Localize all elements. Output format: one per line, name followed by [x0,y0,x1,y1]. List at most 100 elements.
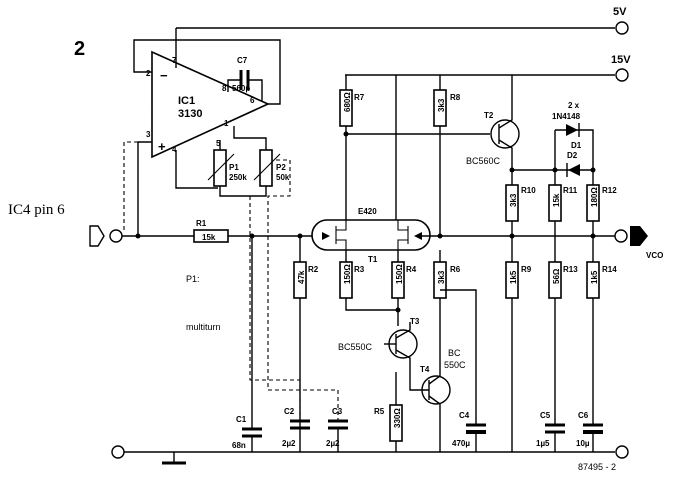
r10-value: 3k3 [509,193,518,207]
t4-label: T4 [420,365,430,374]
p1-value: 250k [229,173,247,182]
c7-right-wire [249,79,263,101]
ic1-pin-7: 7 [172,56,177,65]
ic1-pin-8: 8 [222,84,227,93]
c6-value: 10µ [576,439,590,448]
c1-label: C1 [236,415,247,424]
r12-value: 180Ω [590,187,599,207]
c7-label: C7 [237,56,248,65]
r4-label: R4 [406,265,417,274]
ic1-name: IC1 [178,95,195,107]
r10-label: R10 [521,186,536,195]
t2-label: T2 [484,111,494,120]
d1-wire [555,129,594,170]
r13-value: 56Ω [552,268,561,284]
ic1-pin-3: 3 [146,130,151,139]
t1-left-drain [336,220,347,231]
dashed-link-c3 [267,159,339,420]
t1-left-gate-arrow [322,232,330,240]
r7-value: 680Ω [343,92,352,112]
c4-wire-top [440,289,477,424]
c5-label: C5 [540,411,551,420]
r11-label: R11 [563,186,578,195]
r3-value: 150Ω [343,264,352,284]
d1-label: D1 [571,141,582,150]
junction-r14 [590,233,596,239]
r10-resistor [505,184,519,222]
t3-emitter [395,349,411,366]
c7-left-wire [227,79,240,92]
c2-label: C2 [284,407,295,416]
dashed-link-input [123,141,138,230]
c5-value: 1µ5 [536,439,550,448]
c6-plate-b [583,430,603,434]
c4-plate-b [466,430,486,434]
r6-label: R6 [450,265,461,274]
p1-adjust-arrow [207,153,235,181]
r9-label: R9 [521,265,532,274]
c2-value: 2µ2 [282,439,296,448]
rail-15v-label: 15V [611,54,631,66]
ic1-part: 3130 [178,108,202,120]
ic1-opamp-triangle [151,50,270,159]
r13-label: R13 [563,265,578,274]
ic1-pin-2: 2 [146,69,151,78]
t1-left-source [336,239,347,250]
junction-t2 [509,167,515,173]
r2-label: R2 [308,265,319,274]
t2-part: BC560C [466,156,501,166]
ic1-minus-sign: − [160,68,168,83]
t1-label: T1 [368,255,378,264]
r3-r4-join-wire [345,298,399,311]
p2-value: 50k [276,173,290,182]
c6-label: C6 [578,411,589,420]
rail-15v-terminal [615,68,629,82]
ic1-pin1-wire [233,126,267,150]
r4-value: 150Ω [395,264,404,284]
r12-label: R12 [602,186,617,195]
p2-label: P2 [276,163,286,172]
t3-part: BC550C [338,342,373,352]
ic1-plus-sign: + [158,139,166,154]
t2-emitter-wire [498,75,513,129]
t3-label: T3 [410,317,420,326]
r11-value: 15k [552,193,561,207]
t1-right-drain [397,220,408,231]
input-note: IC4 pin 6 [8,202,65,218]
footer-code: 87495 - 2 [578,462,616,472]
r1-value: 15k [202,233,216,242]
r6-value: 3k3 [437,270,446,284]
output-label: VCO [646,251,663,260]
t4-collector [428,290,441,385]
ic1-pin-6: 6 [250,96,255,105]
t2-transistor [490,119,520,149]
output-terminal [614,229,628,243]
d2-wire [554,130,593,171]
r9-value: 1k5 [509,270,518,284]
p1-label: P1 [229,163,239,172]
rail-5v-label: 5V [613,6,627,18]
t1-right-gate-arrow [414,232,422,240]
dashed-link-c2 [249,196,301,420]
r6-resistor [433,261,447,299]
t1-part: E420 [358,207,377,216]
pots-bottom-wire [219,186,267,197]
r14-value: 1k5 [590,270,599,284]
junction-r7 [343,131,349,137]
ic1-pin-5: 5 [216,139,221,148]
ic1-pin-4: 4 [172,145,177,154]
t3-t4-link [409,366,429,391]
t4-part-b: 550C [444,360,466,370]
figure-number: 2 [74,38,85,60]
t4-part-a: BC [448,348,461,358]
diodes-count: 2 x [568,101,580,110]
diodes-part: 1N4148 [552,112,581,121]
ic1-pin4-wire [175,150,218,189]
junction-input [135,233,141,239]
c3-label: C3 [332,407,343,416]
ic1-pin-1: 1 [224,119,229,128]
r1-label: R1 [196,219,207,228]
r7-label: R7 [354,93,365,102]
